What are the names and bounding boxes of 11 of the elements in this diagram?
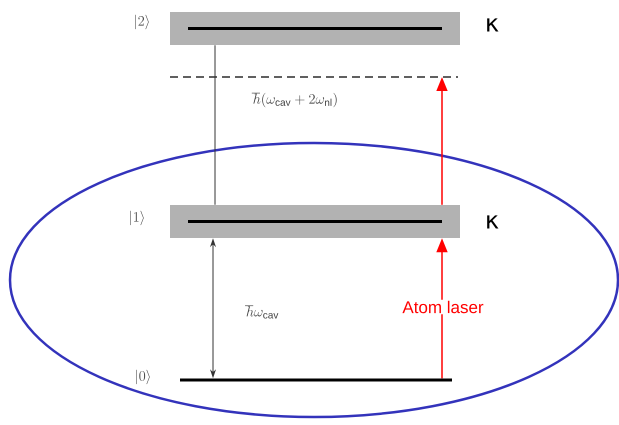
decay-rate-label: κ (487, 18, 498, 32)
edge-label: $\hbar\omega_{\mathrm{cav}}$ (244, 304, 280, 320)
state-label: $|1\rangle$ (130, 210, 144, 226)
transition-line (214, 44, 216, 206)
edge-label: Atom laser (401, 300, 485, 314)
state-label: $|2\rangle$ (135, 14, 149, 30)
virtual-level-line (170, 76, 458, 78)
state-label: $|0\rangle$ (136, 370, 150, 384)
ellipse (8, 142, 619, 418)
edge-label: $\hbar(\omega_{\mathrm{cav}}+2\omega_{\mathrm{nl}})$ (250, 92, 340, 108)
decay-rate-label: κ (487, 215, 498, 229)
